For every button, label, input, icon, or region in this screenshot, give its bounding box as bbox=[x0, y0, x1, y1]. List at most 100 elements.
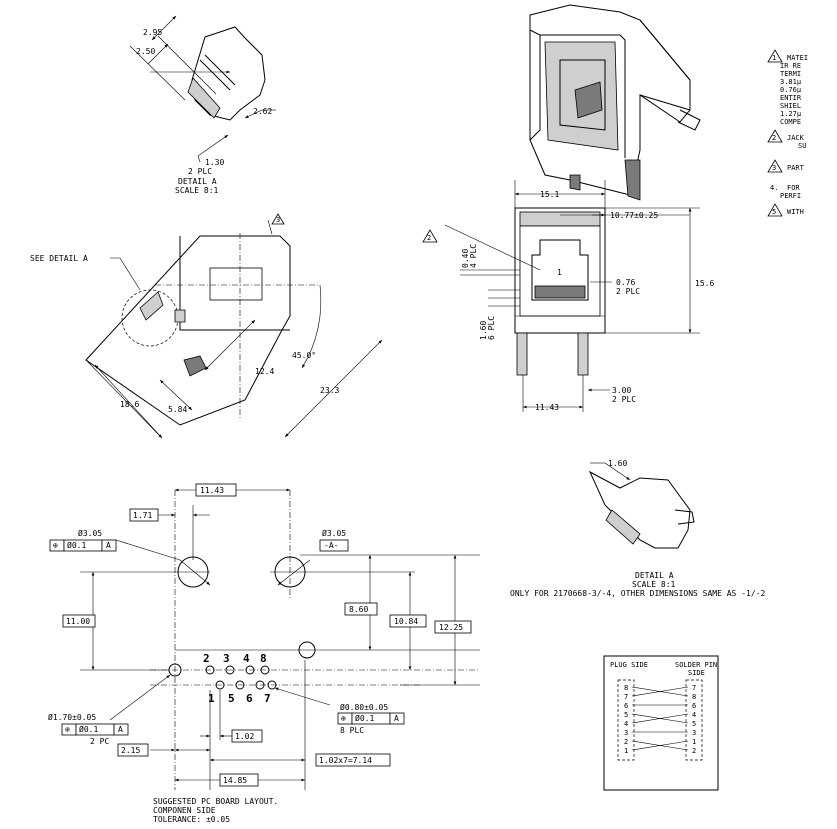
pin-label-6: 6 bbox=[246, 692, 253, 705]
dim-2-50: 2.50 bbox=[136, 47, 155, 56]
svg-text:SU: SU bbox=[798, 142, 806, 150]
dim-10-77: 10.77±0.25 bbox=[610, 211, 658, 220]
front-view-flag: 2 bbox=[427, 234, 431, 242]
svg-text:7: 7 bbox=[692, 684, 696, 692]
pin-label-5: 5 bbox=[228, 692, 235, 705]
svg-text:1: 1 bbox=[624, 747, 628, 755]
svg-text:3: 3 bbox=[692, 729, 696, 737]
pcb-caption-2: COMPONEN SIDE bbox=[153, 806, 216, 815]
detail-a-circle bbox=[121, 289, 179, 347]
svg-text:1.27µ: 1.27µ bbox=[780, 110, 802, 118]
wiring-diagram: PLUG SIDE SOLDER PIN SIDE 8 7 6 5 4 3 2 … bbox=[603, 655, 719, 791]
datum-a: -A- bbox=[324, 541, 338, 550]
svg-text:⊕: ⊕ bbox=[341, 714, 346, 723]
solder-pin-label: SOLDER PIN bbox=[675, 661, 717, 669]
dim-2-62: 2.62 bbox=[253, 107, 272, 116]
pcb-caption-3: TOLERANCE: ±0.05 bbox=[153, 815, 230, 824]
dim-8-60: 8.60 bbox=[349, 605, 368, 614]
svg-text:ENTIR: ENTIR bbox=[780, 94, 802, 102]
svg-text:TERMI: TERMI bbox=[780, 70, 801, 78]
wiring-left-pins: 8 7 6 5 4 3 2 1 bbox=[624, 684, 628, 755]
svg-text:4: 4 bbox=[692, 711, 696, 719]
dim-2-15: 2.15 bbox=[121, 746, 140, 755]
svg-text:JACK: JACK bbox=[787, 134, 805, 142]
detail-a-bottom: 1.60 DETAIL A SCALE 8:1 ONLY FOR 2170668… bbox=[510, 459, 765, 598]
dim-15-6: 15.6 bbox=[695, 279, 714, 288]
side-view: SEE DETAIL A 18.6 5.84 12.4 45.0° 23.3 3 bbox=[30, 213, 383, 439]
pin-label-1: 1 bbox=[208, 692, 215, 705]
dim-0-76-plc: 2 PLC bbox=[616, 287, 640, 296]
wiring-right-pins: 7 8 6 4 5 3 1 2 bbox=[692, 684, 696, 755]
dim-3-00: 3.00 bbox=[612, 386, 631, 395]
side-view-flag: 3 bbox=[276, 216, 280, 224]
detail-a-bottom-title: DETAIL A bbox=[635, 571, 674, 580]
dim-1-60: 1.60 bbox=[479, 321, 488, 340]
callout-hole-pin-plc: 8 PLC bbox=[340, 726, 364, 735]
svg-text:2: 2 bbox=[692, 747, 696, 755]
svg-text:3.81µ: 3.81µ bbox=[780, 78, 802, 86]
svg-text:5: 5 bbox=[772, 208, 776, 216]
callout-hole-pin: Ø0.80±0.05 bbox=[340, 702, 388, 712]
svg-text:2: 2 bbox=[624, 738, 628, 746]
dim-1-71: 1.71 bbox=[133, 511, 152, 520]
dim-4-plc: 4 PLC bbox=[469, 244, 478, 268]
dim-0-40: 0.40 bbox=[461, 249, 470, 268]
dim-5-84: 5.84 bbox=[168, 405, 187, 414]
pin-label-2: 2 bbox=[203, 652, 210, 665]
pin-1-label: 1 bbox=[557, 268, 562, 277]
dim-11-43: 11.43 bbox=[535, 403, 559, 412]
svg-text:Ø0.1: Ø0.1 bbox=[79, 724, 98, 734]
detail-a-scale: SCALE 8:1 bbox=[175, 186, 219, 195]
svg-text:FOR: FOR bbox=[787, 184, 800, 192]
svg-text:4: 4 bbox=[624, 720, 628, 728]
svg-text:8: 8 bbox=[624, 684, 628, 692]
notes-block: 1 MATEI IR RE TERMI 3.81µ 0.76µ ENTIR SH… bbox=[767, 49, 808, 217]
svg-text:⊕: ⊕ bbox=[65, 725, 70, 734]
svg-text:6: 6 bbox=[692, 702, 696, 710]
detail-a-bottom-note: ONLY FOR 2170668-3/-4, OTHER DIMENSIONS … bbox=[510, 589, 765, 598]
svg-text:A: A bbox=[394, 714, 399, 723]
pin-label-4: 4 bbox=[243, 652, 250, 665]
pcb-layout: 2 3 4 8 1 5 6 7 11.43 1.7 bbox=[48, 483, 480, 824]
callout-hole-small-plc: 2 PC bbox=[90, 737, 109, 746]
dim-2-95: 2.95 bbox=[143, 28, 162, 37]
dim-11-43-pcb: 11.43 bbox=[200, 486, 224, 495]
svg-text:IR RE: IR RE bbox=[780, 62, 801, 70]
svg-text:A: A bbox=[106, 541, 111, 550]
dim-45-deg: 45.0° bbox=[292, 351, 316, 360]
svg-text:0.76µ: 0.76µ bbox=[780, 86, 802, 94]
solder-side-label: SIDE bbox=[688, 669, 705, 677]
detail-a-bottom-dim: 1.60 bbox=[608, 459, 627, 468]
svg-text:3: 3 bbox=[772, 164, 776, 172]
svg-text:PART: PART bbox=[787, 164, 805, 172]
locating-hole-right bbox=[298, 641, 316, 659]
svg-text:COMPE: COMPE bbox=[780, 118, 801, 126]
detail-a-bottom-scale: SCALE 8:1 bbox=[632, 580, 676, 589]
front-view: 2 15.1 10.77±0.25 15.6 0.40 4 PLC 0.76 2… bbox=[422, 180, 714, 412]
dim-11-00: 11.00 bbox=[66, 617, 90, 626]
dim-18-6: 18.6 bbox=[120, 400, 139, 409]
pcb-caption-1: SUGGESTED PC BOARD LAYOUT. bbox=[153, 797, 278, 806]
svg-text:A: A bbox=[118, 725, 123, 734]
pin-holes bbox=[205, 665, 277, 690]
pin-label-3: 3 bbox=[223, 652, 230, 665]
see-detail-label: SEE DETAIL A bbox=[30, 254, 88, 263]
dim-6-plc: 6 PLC bbox=[487, 316, 496, 340]
pin-label-8: 8 bbox=[260, 652, 267, 665]
svg-text:8: 8 bbox=[692, 693, 696, 701]
wiring-lines bbox=[631, 686, 689, 751]
svg-text:SHIEL: SHIEL bbox=[780, 102, 801, 110]
svg-text:7: 7 bbox=[624, 693, 628, 701]
svg-text:⊕: ⊕ bbox=[53, 541, 58, 550]
svg-text:MATEI: MATEI bbox=[787, 54, 808, 62]
detail-a-title: DETAIL A bbox=[178, 177, 217, 186]
dim-23-3: 23.3 bbox=[320, 386, 339, 395]
dim-10-84: 10.84 bbox=[394, 617, 418, 626]
svg-text:1: 1 bbox=[692, 738, 696, 746]
dim-1-02x7: 1.02x7=7.14 bbox=[319, 756, 372, 765]
dim-1-02: 1.02 bbox=[235, 732, 254, 741]
svg-text:Ø0.1: Ø0.1 bbox=[355, 713, 374, 723]
svg-text:PERFI: PERFI bbox=[780, 192, 801, 200]
svg-text:4.: 4. bbox=[770, 184, 778, 192]
svg-text:WITH: WITH bbox=[787, 208, 804, 216]
